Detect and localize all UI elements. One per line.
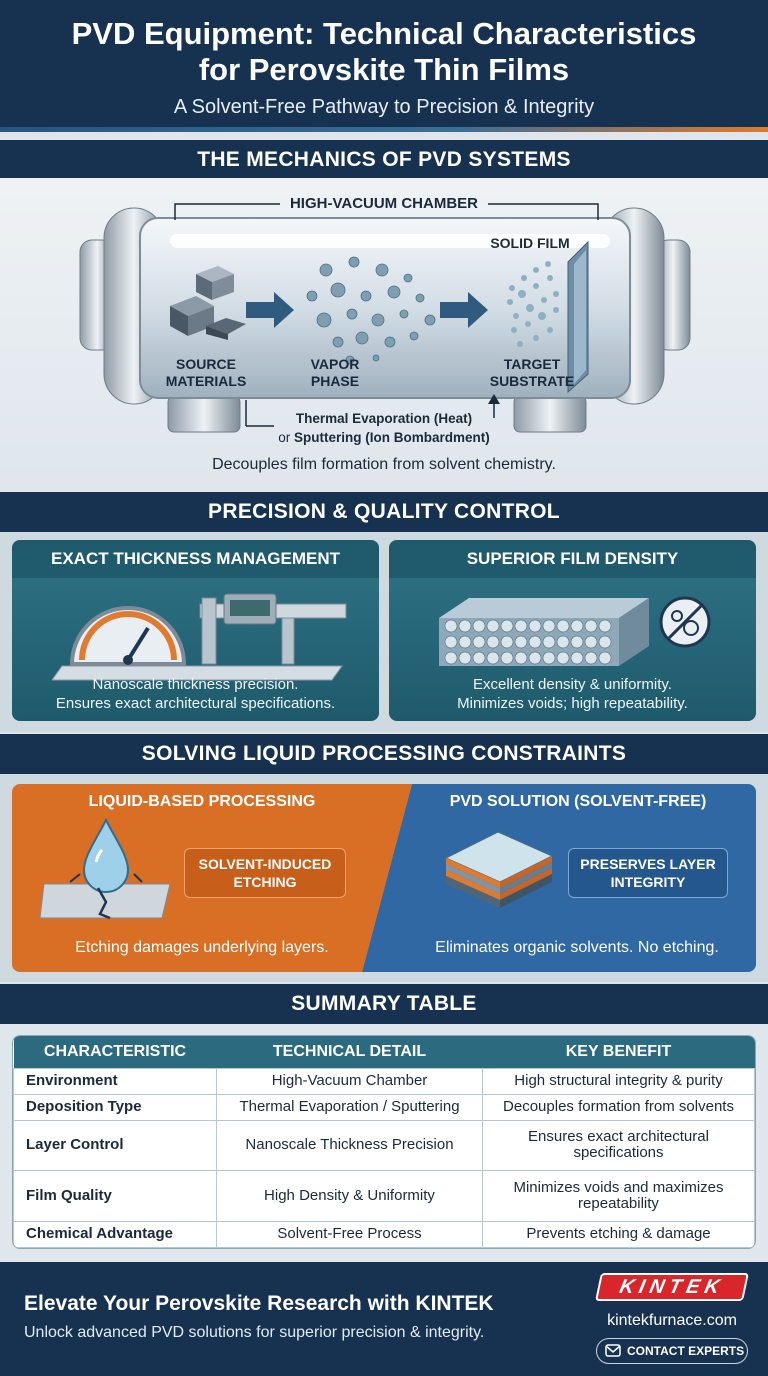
deposition-method-label: Thermal Evaporation (Heat) or Sputtering… <box>278 411 490 445</box>
column-header: TECHNICAL DETAIL <box>216 1036 483 1068</box>
solid-film-label: SOLID FILM <box>490 235 570 251</box>
table-cell: Environment <box>13 1067 217 1095</box>
arrow-right-icon <box>246 292 294 328</box>
source-materials-icon <box>170 266 246 340</box>
liquid-caption: Etching damages underlying layers. <box>75 939 329 956</box>
page-header: PVD Equipment: Technical Characteristics… <box>0 0 768 132</box>
footer-tagline: Unlock advanced PVD solutions for superi… <box>24 1324 485 1341</box>
contact-experts-label: CONTACT EXPERTS <box>627 1344 745 1358</box>
table-cell: Chemical Advantage <box>13 1220 217 1248</box>
chamber-label: HIGH-VACUUM CHAMBER <box>289 195 479 212</box>
footer: Elevate Your Perovskite Research with KI… <box>0 1262 768 1376</box>
thickness-card-title: EXACT THICKNESS MANAGEMENT <box>12 540 379 578</box>
title-line-2: for Perovskite Thin Films <box>198 52 570 87</box>
column-header: KEY BENEFIT <box>482 1036 755 1068</box>
section-heading-mechanics: THE MECHANICS OF PVD SYSTEMS <box>0 140 768 180</box>
chamber-foot-right <box>513 395 587 433</box>
table-cell: Prevents etching & damage <box>482 1220 755 1248</box>
contact-experts-button[interactable]: CONTACT EXPERTS <box>596 1338 748 1364</box>
pvd-caption: Eliminates organic solvents. No etching. <box>435 939 719 956</box>
table-cell: Decouples formation from solvents <box>482 1093 755 1121</box>
section-heading-summary: SUMMARY TABLE <box>0 984 768 1024</box>
table-cell: Ensures exact architectural specificatio… <box>482 1119 755 1172</box>
thickness-desc-1: Nanoscale thickness precision. <box>92 676 299 693</box>
arrow-right-icon <box>440 292 488 328</box>
table-cell: High-Vacuum Chamber <box>216 1067 483 1095</box>
column-header: CHARACTERISTIC <box>13 1036 217 1068</box>
pvd-title: PVD SOLUTION (SOLVENT-FREE) <box>449 793 707 810</box>
density-card: SUPERIOR FILM DENSITY Excellent density … <box>389 540 756 721</box>
liquid-vs-pvd-panel: LIQUID-BASED PROCESSING PVD SOLUTION (SO… <box>12 784 756 972</box>
table-row: Deposition Type Thermal Evaporation / Sp… <box>13 1093 755 1121</box>
table-cell: Thermal Evaporation / Sputtering <box>216 1093 483 1121</box>
deposition-particles-icon <box>507 261 559 347</box>
table-cell: High Density & Uniformity <box>216 1170 483 1222</box>
summary-table: CHARACTERISTIC TECHNICAL DETAIL KEY BENE… <box>12 1035 756 1249</box>
footer-headline: Elevate Your Perovskite Research with KI… <box>24 1292 494 1315</box>
header-accent-bar <box>0 127 768 132</box>
table-cell: Deposition Type <box>13 1093 217 1121</box>
vapor-particles-icon <box>306 256 436 365</box>
chamber-bracket-right <box>488 203 599 220</box>
tube-highlight <box>170 234 610 248</box>
thickness-card: EXACT THICKNESS MANAGEMENT Nanoscale thi… <box>12 540 379 721</box>
table-cell: Film Quality <box>13 1170 217 1222</box>
kintek-logo: KINTEK <box>595 1273 749 1301</box>
table-header-row: CHARACTERISTIC TECHNICAL DETAIL KEY BENE… <box>13 1036 755 1068</box>
density-desc-2: Minimizes voids; high repeatability. <box>457 695 688 712</box>
title-line-1: PVD Equipment: Technical Characteristics <box>71 16 697 51</box>
thickness-desc-2: Ensures exact architectural specificatio… <box>55 695 336 712</box>
table-cell: Nanoscale Thickness Precision <box>216 1119 483 1172</box>
mechanics-caption: Decouples film formation from solvent ch… <box>212 456 556 473</box>
mail-icon <box>605 1344 621 1357</box>
density-desc-1: Excellent density & uniformity. <box>473 676 672 693</box>
website-link[interactable]: kintekfurnace.com <box>607 1312 737 1329</box>
vacuum-chamber-illustration <box>79 203 691 433</box>
page-subtitle: A Solvent-Free Pathway to Precision & In… <box>173 96 595 118</box>
solvent-droplet-icon <box>40 818 171 920</box>
density-card-title: SUPERIOR FILM DENSITY <box>389 540 756 578</box>
up-arrow-icon <box>488 394 500 404</box>
table-row: Chemical Advantage Solvent-Free Process … <box>13 1220 755 1248</box>
table-row: Film Quality High Density & Uniformity M… <box>13 1170 755 1222</box>
layer-stack-icon <box>444 831 554 908</box>
chamber-bracket-left <box>174 203 280 220</box>
film-density-icon <box>439 596 711 666</box>
thickness-gauge-icon <box>52 593 347 681</box>
chamber-tube <box>139 217 631 399</box>
table-row: Layer Control Nanoscale Thickness Precis… <box>13 1119 755 1172</box>
table-row: Environment High-Vacuum Chamber High str… <box>13 1067 755 1095</box>
table-cell: Solvent-Free Process <box>216 1220 483 1248</box>
table-cell: Minimizes voids and maximizes repeatabil… <box>482 1170 755 1222</box>
liquid-title: LIQUID-BASED PROCESSING <box>88 793 316 810</box>
table-cell: Layer Control <box>13 1119 217 1172</box>
chamber-foot-left <box>167 395 241 433</box>
section-heading-liquid: SOLVING LIQUID PROCESSING CONSTRAINTS <box>0 734 768 774</box>
table-cell: High structural integrity & purity <box>482 1067 755 1095</box>
page-title: PVD Equipment: Technical Characteristics… <box>0 0 768 88</box>
section-heading-precision: PRECISION & QUALITY CONTROL <box>0 492 768 532</box>
